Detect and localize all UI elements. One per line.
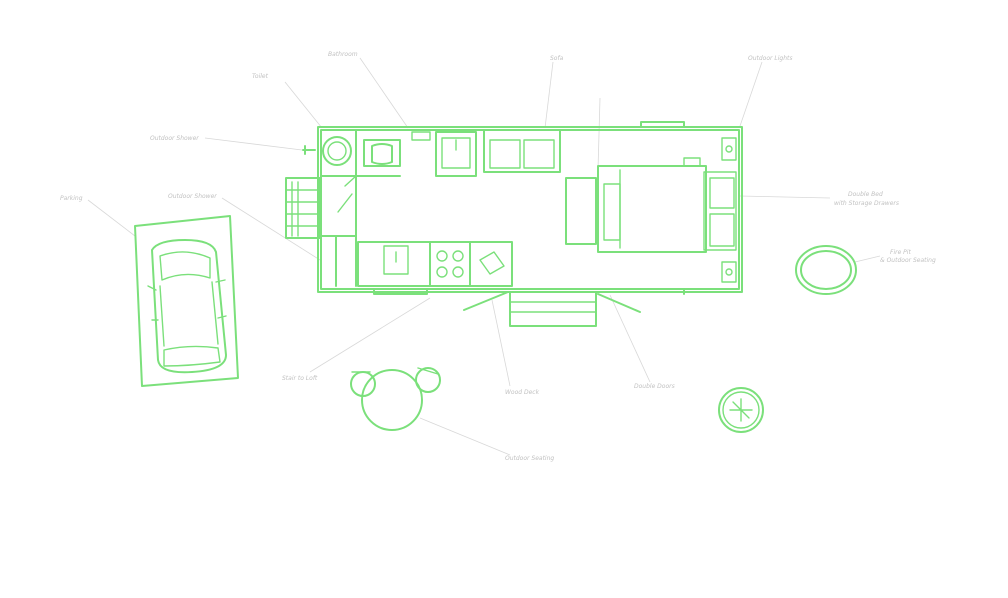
label-queen-bed-line: Double Bed: [848, 191, 883, 198]
label-outdoor-shower: Outdoor Shower: [150, 135, 199, 142]
label-queen-bed: Double Bed with Storage Drawers: [834, 191, 899, 207]
label-bathroom: Bathroom: [328, 51, 358, 58]
label-fire-pit-line: & Outdoor Seating: [880, 257, 936, 264]
fire-pit: [795, 245, 857, 295]
wood-deck: [463, 291, 641, 327]
label-outdoor-lights: Outdoor Lights: [748, 55, 793, 62]
label-fire-pit: Fire Pit & Outdoor Seating: [880, 249, 936, 264]
plant: [718, 387, 764, 433]
label-fire-pit-line: Fire Pit: [890, 249, 911, 256]
label-double-doors: Double Doors: [634, 383, 675, 390]
label-outdoor-seating: Outdoor Seating: [505, 455, 554, 462]
label-wood-deck: Wood Deck: [505, 389, 540, 396]
leader-lines: [87, 57, 881, 456]
label-outdoor-shower-2: Outdoor Shower: [168, 193, 217, 200]
label-sofa: Sofa: [550, 55, 564, 62]
tiny-house: [285, 121, 743, 295]
outdoor-shower: [302, 145, 316, 155]
label-parking: Parking: [60, 195, 83, 202]
labels: Toilet Bathroom Sofa Outdoor Shower Outd…: [60, 51, 936, 462]
parking-car: [134, 215, 239, 387]
label-stair-to-loft: Stair to Loft: [282, 375, 318, 382]
label-toilet: Toilet: [252, 73, 269, 80]
label-queen-bed-line: with Storage Drawers: [834, 200, 899, 207]
outdoor-table: [350, 367, 441, 431]
